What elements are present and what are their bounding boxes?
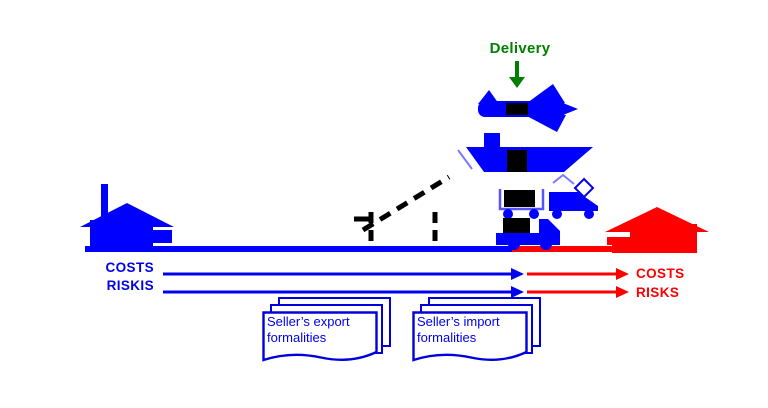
export-formalities-line2: formalities (267, 330, 327, 345)
risks-label-left: RISKIS (106, 278, 154, 293)
risks-label-right: RISKS (636, 285, 680, 300)
baseline-red (512, 246, 614, 252)
luggage-cart-icon (498, 189, 545, 219)
airplane-icon (478, 84, 578, 132)
import-formalities-line2: formalities (417, 330, 477, 345)
import-formalities-line1: Seller’s import (417, 314, 500, 329)
costs-label-left: COSTS (105, 260, 154, 275)
risks-arrow-blue (163, 286, 524, 298)
costs-arrow-blue (163, 268, 524, 280)
buyer-house-icon (605, 207, 709, 253)
delivery-label: Delivery (489, 40, 551, 57)
costs-label-right: COSTS (636, 266, 685, 281)
truck-icon (496, 218, 560, 250)
costs-arrow-red (527, 268, 629, 280)
export-formalities-note: Seller’s export formalities (267, 314, 350, 346)
document-page (412, 311, 528, 362)
export-formalities-documents: Seller’s export formalities (262, 297, 396, 371)
seller-factory-icon (80, 184, 174, 248)
import-formalities-note: Seller’s import formalities (417, 314, 500, 346)
baseline-blue (85, 246, 512, 252)
risks-arrow-red (527, 286, 629, 298)
ship-icon (457, 133, 593, 185)
customs-barrier-icon (354, 174, 451, 247)
green-down-arrow-icon (509, 61, 525, 88)
document-page (262, 311, 378, 362)
van-icon (549, 177, 598, 219)
import-formalities-documents: Seller’s import formalities (412, 297, 546, 371)
export-formalities-line1: Seller’s export (267, 314, 350, 329)
